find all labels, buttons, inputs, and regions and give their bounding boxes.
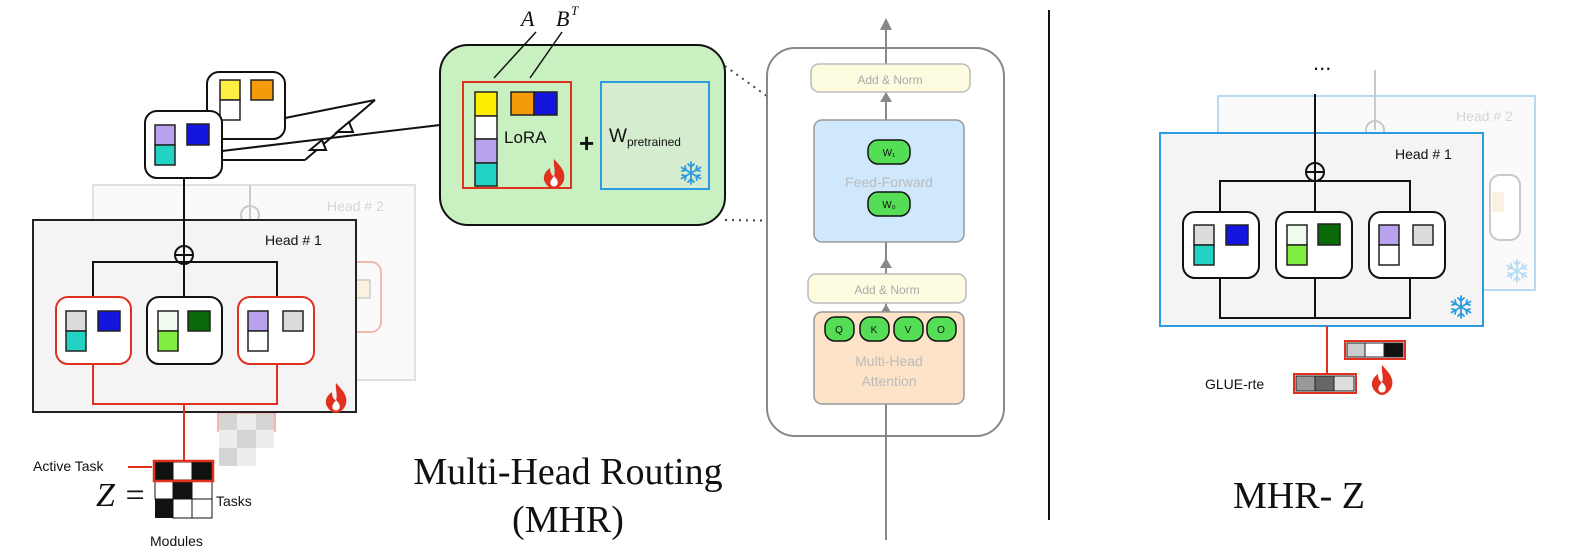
- plus-sign: +: [579, 128, 594, 158]
- module-1-selected: [55, 296, 132, 365]
- w1-label: W₁: [883, 148, 896, 159]
- w0-label: W₀: [882, 200, 896, 211]
- head-1-label: Head # 1: [265, 232, 322, 248]
- module-2: [146, 296, 223, 365]
- ellipsis: ...: [1313, 50, 1331, 75]
- active-task-label: Active Task: [33, 458, 105, 474]
- attention-line-2: Attention: [861, 373, 916, 389]
- mhr-title-line2: (MHR): [512, 499, 624, 541]
- mhr-z-title: MHR- Z: [1233, 475, 1365, 517]
- k-label: K: [871, 325, 878, 336]
- mhr-z-head-2-label: Head # 2: [1456, 108, 1513, 124]
- mhr-z-module-2: [1275, 211, 1353, 279]
- w-pretrained-label: Wpretrained: [609, 126, 681, 149]
- mhr-z-module-1: [1182, 211, 1260, 279]
- z-equals: Z =: [96, 477, 146, 514]
- module-3-selected: [237, 296, 315, 365]
- label-a: A: [519, 6, 535, 31]
- feed-forward-label: Feed-Forward: [845, 174, 933, 190]
- mhr-z-module-3: [1368, 211, 1446, 279]
- label-bt-superscript: T: [571, 3, 579, 18]
- mhr-z-task-vectors: GLUE-rte: [1205, 326, 1406, 395]
- head-2-label: Head # 2: [327, 198, 384, 214]
- module-card-back: [206, 71, 286, 140]
- routing-matrix-z: Active Task Z = Tasks Modules: [33, 458, 252, 549]
- label-bt: B: [556, 6, 569, 31]
- add-norm-bottom: Add & Norm: [854, 283, 919, 297]
- transformer-block: Add & Norm Feed-Forward W₁ W₀ Add & Norm…: [766, 18, 1005, 540]
- mhr-z-head-1-label: Head # 1: [1395, 146, 1452, 162]
- faded-task-matrix: [217, 412, 276, 466]
- head-1-sum-lines: [92, 178, 278, 297]
- fire-icon: [1371, 365, 1393, 395]
- active-route-lines: [92, 364, 278, 463]
- task-label: GLUE-rte: [1205, 376, 1264, 392]
- v-label: V: [905, 325, 912, 336]
- lora-label: LoRA: [504, 128, 547, 147]
- o-label: O: [937, 325, 945, 336]
- mhr-title-line1: Multi-Head Routing: [413, 451, 722, 493]
- q-label: Q: [835, 325, 843, 336]
- lora-block: LoRA A B T + Wpretrained: [439, 3, 726, 226]
- mhr-z-sum-lines: [1219, 94, 1411, 319]
- modules-label: Modules: [150, 533, 203, 549]
- zoom-connector: [221, 99, 441, 161]
- add-norm-top: Add & Norm: [857, 73, 922, 87]
- module-card-front: [144, 110, 223, 179]
- attention-line-1: Multi-Head: [855, 353, 923, 369]
- tasks-label: Tasks: [216, 493, 252, 509]
